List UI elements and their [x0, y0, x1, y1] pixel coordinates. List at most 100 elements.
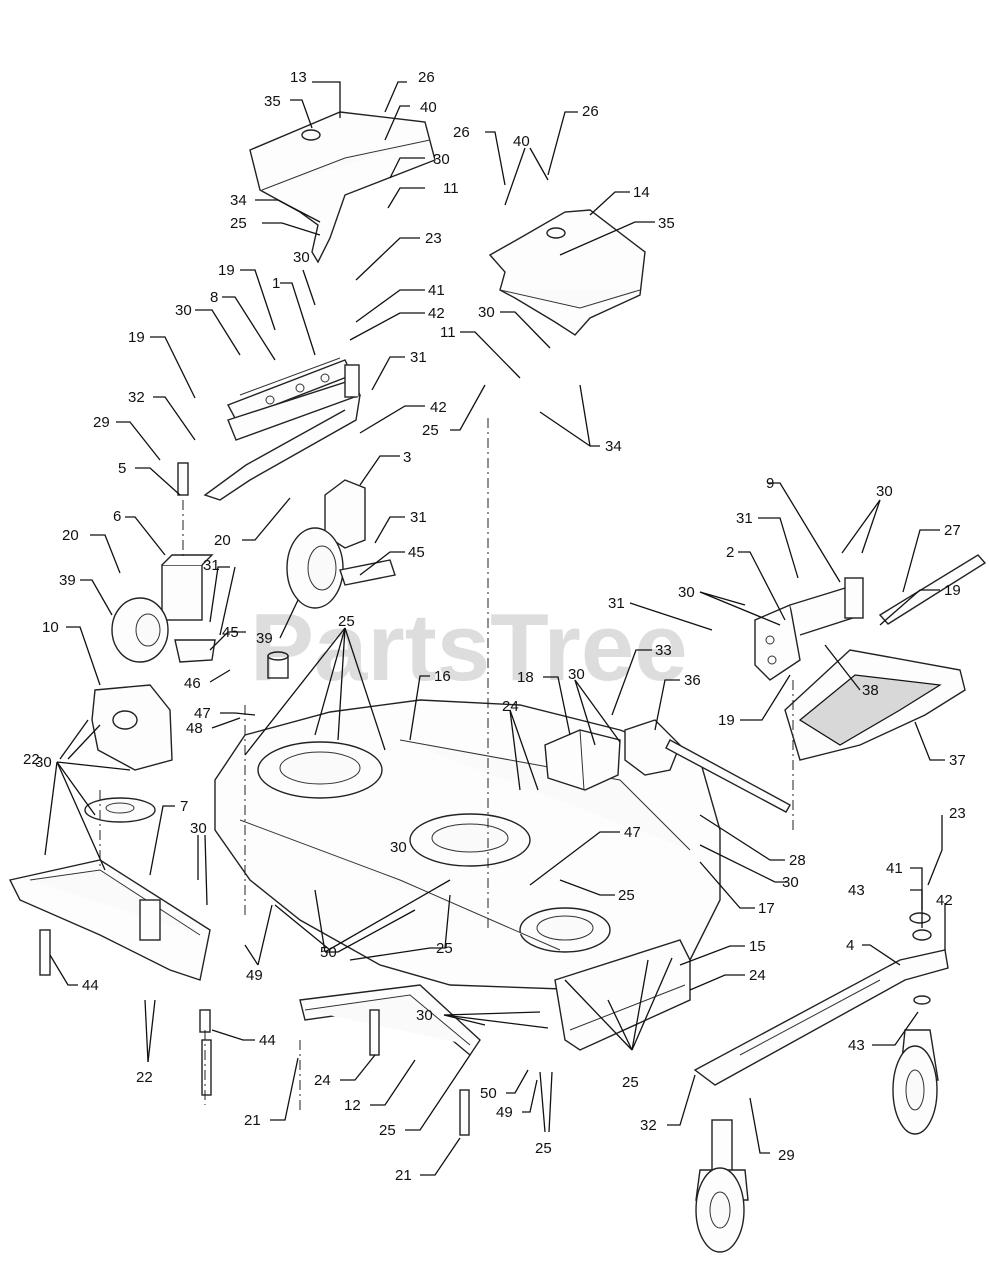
- callout-44: 44: [259, 1032, 276, 1049]
- alignment-lines: [99, 418, 794, 1110]
- callout-35: 35: [658, 215, 675, 232]
- callout-2: 2: [726, 544, 734, 561]
- callout-30: 30: [478, 304, 495, 321]
- callout-4: 4: [846, 937, 854, 954]
- callout-45: 45: [408, 544, 425, 561]
- callout-46: 46: [184, 675, 201, 692]
- callout-30: 30: [293, 249, 310, 266]
- callout-14: 14: [633, 184, 650, 201]
- callout-16: 16: [434, 668, 451, 685]
- callout-34: 34: [230, 192, 247, 209]
- callout-23: 23: [949, 805, 966, 822]
- callout-36: 36: [684, 672, 701, 689]
- callout-50: 50: [480, 1085, 497, 1102]
- callout-26: 26: [453, 124, 470, 141]
- callout-42: 42: [428, 305, 445, 322]
- belt-cover-left: [249, 111, 436, 264]
- callout-28: 28: [789, 852, 806, 869]
- callout-21: 21: [244, 1112, 261, 1129]
- pin-24: [369, 1009, 380, 1056]
- callout-30: 30: [433, 151, 450, 168]
- caster-wheel-right: [892, 1029, 939, 1135]
- callout-43: 43: [848, 1037, 865, 1054]
- gauge-wheel-center: [286, 479, 396, 609]
- callout-25: 25: [230, 215, 247, 232]
- callout-22: 22: [23, 751, 40, 768]
- callout-39: 39: [256, 630, 273, 647]
- callout-26: 26: [418, 69, 435, 86]
- callout-10: 10: [42, 619, 59, 636]
- callout-43: 43: [848, 882, 865, 899]
- callout-18: 18: [517, 669, 534, 686]
- callout-25: 25: [379, 1122, 396, 1139]
- callout-45: 45: [222, 624, 239, 641]
- callout-31: 31: [736, 510, 753, 527]
- bushing-46: [267, 651, 289, 679]
- callout-42: 42: [936, 892, 953, 909]
- bracket-right: [754, 577, 864, 681]
- callout-15: 15: [749, 938, 766, 955]
- callout-31: 31: [203, 557, 220, 574]
- callout-50: 50: [320, 944, 337, 961]
- callout-24: 24: [502, 698, 519, 715]
- callout-leaders: [44, 81, 946, 1176]
- pulley-left: [84, 797, 156, 823]
- callout-35: 35: [264, 93, 281, 110]
- callout-49: 49: [246, 967, 263, 984]
- callout-32: 32: [128, 389, 145, 406]
- callout-49: 49: [496, 1104, 513, 1121]
- callout-19: 19: [718, 712, 735, 729]
- callout-5: 5: [118, 460, 126, 477]
- callout-32: 32: [640, 1117, 657, 1134]
- callout-30: 30: [35, 754, 52, 771]
- caster-bar: [693, 949, 949, 1086]
- callout-27: 27: [944, 522, 961, 539]
- callout-13: 13: [290, 69, 307, 86]
- callout-9: 9: [766, 475, 774, 492]
- callout-12: 12: [344, 1097, 361, 1114]
- baffle-12: [299, 984, 481, 1057]
- callout-24: 24: [749, 967, 766, 984]
- callout-25: 25: [422, 422, 439, 439]
- callout-21: 21: [395, 1167, 412, 1184]
- callout-31: 31: [410, 349, 427, 366]
- callout-30: 30: [782, 874, 799, 891]
- callout-42: 42: [430, 399, 447, 416]
- rod-28: [665, 739, 791, 813]
- callout-47: 47: [194, 705, 211, 722]
- callout-44: 44: [82, 977, 99, 994]
- callout-40: 40: [513, 133, 530, 150]
- motor-36: [624, 719, 681, 776]
- callout-1: 1: [272, 275, 280, 292]
- callout-7: 7: [180, 798, 188, 815]
- callout-30: 30: [416, 1007, 433, 1024]
- belt-cover-right: [488, 209, 646, 336]
- callout-29: 29: [778, 1147, 795, 1164]
- callout-37: 37: [949, 752, 966, 769]
- callout-25: 25: [535, 1140, 552, 1157]
- callout-25: 25: [338, 613, 355, 630]
- callout-17: 17: [758, 900, 775, 917]
- callout-19: 19: [218, 262, 235, 279]
- callout-47: 47: [624, 824, 641, 841]
- callout-30: 30: [175, 302, 192, 319]
- skirt-15: [554, 939, 691, 1051]
- callout-11: 11: [440, 324, 456, 341]
- deck-lift-bracket: [203, 357, 361, 501]
- callout-48: 48: [186, 720, 203, 737]
- callout-39: 39: [59, 572, 76, 589]
- callout-33: 33: [655, 642, 672, 659]
- caster-wheel-left: [695, 1119, 749, 1253]
- callout-34: 34: [605, 438, 622, 455]
- pin-21: [459, 1089, 470, 1136]
- gauge-wheel-left: [111, 554, 216, 663]
- callout-31: 31: [608, 595, 625, 612]
- callout-8: 8: [210, 289, 218, 306]
- watermark-text: PartsTree: [250, 594, 688, 701]
- callout-6: 6: [113, 508, 121, 525]
- callout-41: 41: [886, 860, 903, 877]
- callout-41: 41: [428, 282, 445, 299]
- callout-24: 24: [314, 1072, 331, 1089]
- gearbox-18: [544, 729, 621, 791]
- callout-38: 38: [862, 682, 879, 699]
